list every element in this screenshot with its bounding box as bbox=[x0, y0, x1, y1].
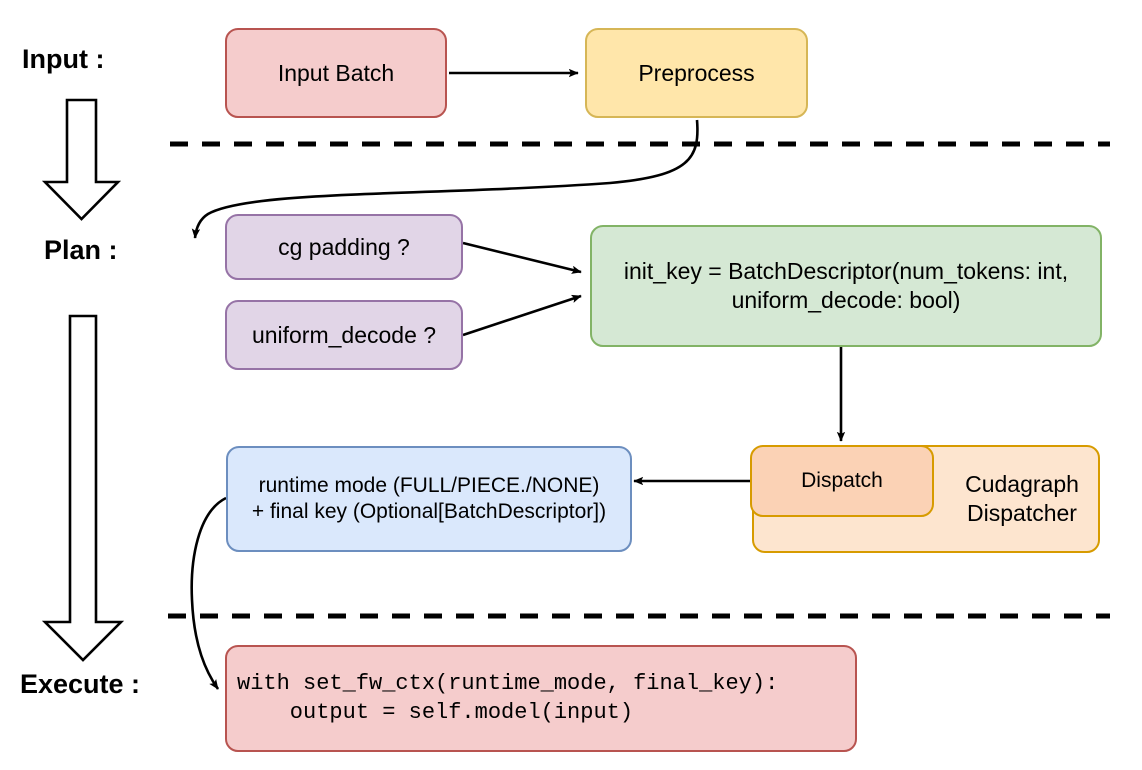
node-execute-code[interactable]: with set_fw_ctx(runtime_mode, final_key)… bbox=[225, 645, 857, 752]
node-preprocess-label: Preprocess bbox=[638, 59, 755, 86]
stage-label-execute: Execute : bbox=[20, 669, 141, 699]
plan-to-execute-block-arrow bbox=[41, 314, 125, 662]
stage-label-plan: Plan : bbox=[44, 235, 118, 265]
connector-uniform-decode-to-init-key bbox=[462, 294, 582, 337]
node-execute-code-line2: output = self.model(input) bbox=[237, 699, 634, 725]
node-cudagraph-dispatcher-line1: Cudagraph bbox=[965, 471, 1079, 498]
node-cg-padding-label: cg padding ? bbox=[278, 233, 410, 260]
node-runtime-mode[interactable]: runtime mode (FULL/PIECE./NONE) + final … bbox=[226, 446, 632, 552]
node-dispatch[interactable]: Dispatch bbox=[750, 445, 934, 517]
input-to-plan-block-arrow bbox=[41, 98, 122, 221]
connector-runtime-mode-to-execute-code bbox=[190, 496, 227, 690]
stage-label-input: Input : bbox=[22, 44, 105, 74]
node-runtime-mode-line1: runtime mode (FULL/PIECE./NONE) bbox=[258, 473, 600, 497]
node-init-key[interactable]: init_key = BatchDescriptor(num_tokens: i… bbox=[590, 225, 1102, 347]
node-cudagraph-dispatcher-line2: Dispatcher bbox=[967, 500, 1077, 526]
node-init-key-line2: uniform_decode: bool) bbox=[731, 287, 961, 313]
node-init-key-line1: init_key = BatchDescriptor(num_tokens: i… bbox=[623, 258, 1069, 285]
node-uniform-decode-label: uniform_decode ? bbox=[251, 321, 437, 348]
node-input-batch[interactable]: Input Batch bbox=[225, 28, 447, 118]
node-cg-padding[interactable]: cg padding ? bbox=[225, 214, 463, 280]
node-dispatch-label: Dispatch bbox=[801, 468, 883, 492]
connector-cg-padding-to-init-key bbox=[462, 241, 582, 274]
node-runtime-mode-line2: + final key (Optional[BatchDescriptor]) bbox=[251, 500, 607, 523]
node-preprocess[interactable]: Preprocess bbox=[585, 28, 808, 118]
node-execute-code-line1: with set_fw_ctx(runtime_mode, final_key)… bbox=[237, 670, 779, 696]
node-input-batch-label: Input Batch bbox=[277, 59, 395, 86]
node-uniform-decode[interactable]: uniform_decode ? bbox=[225, 300, 463, 370]
